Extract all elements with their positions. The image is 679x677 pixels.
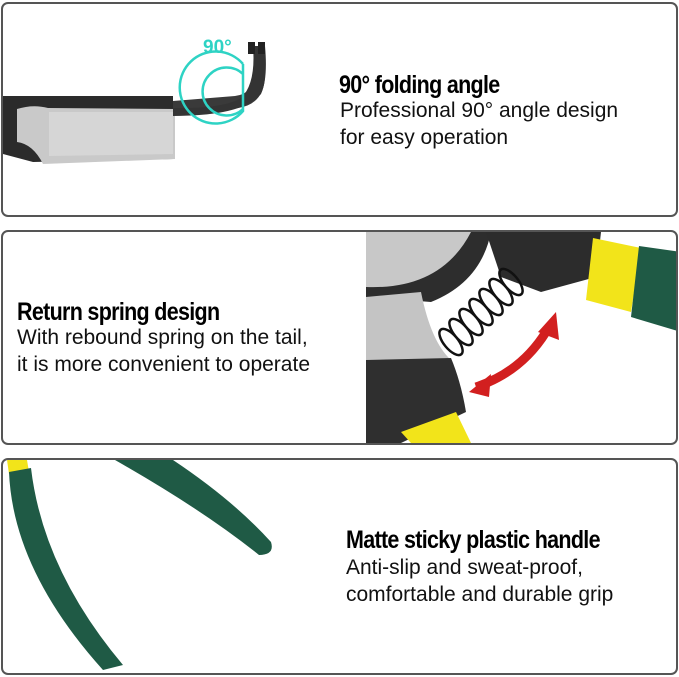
bent-tip-pliers-image [3, 42, 266, 164]
feature-title: Matte sticky plastic handle [346, 526, 601, 554]
feature-title: 90° folding angle [339, 71, 500, 99]
green-handles-image [7, 460, 272, 670]
feature-panel-plastic-handle: Matte sticky plastic handle Anti-slip an… [1, 458, 678, 675]
feature-desc-line-1: Anti-slip and sweat-proof, [346, 556, 583, 579]
feature-title: Return spring design [17, 298, 220, 326]
badge-90-degrees: 90° [203, 37, 232, 58]
feature-panel-return-spring: Return spring design With rebound spring… [1, 230, 678, 445]
feature-desc-line-2: for easy operation [340, 126, 509, 149]
feature-desc-line-1: With rebound spring on the tail, [17, 326, 308, 349]
spring-pivot-image [366, 232, 676, 443]
feature-desc-line-1: Professional 90° angle design [340, 99, 619, 122]
feature-panel-folding-angle: 90° 90° folding angle Professional 90° a… [1, 2, 678, 217]
feature-desc-line-2: it is more convenient to operate [17, 353, 310, 376]
feature-desc-line-2: comfortable and durable grip [346, 583, 614, 606]
